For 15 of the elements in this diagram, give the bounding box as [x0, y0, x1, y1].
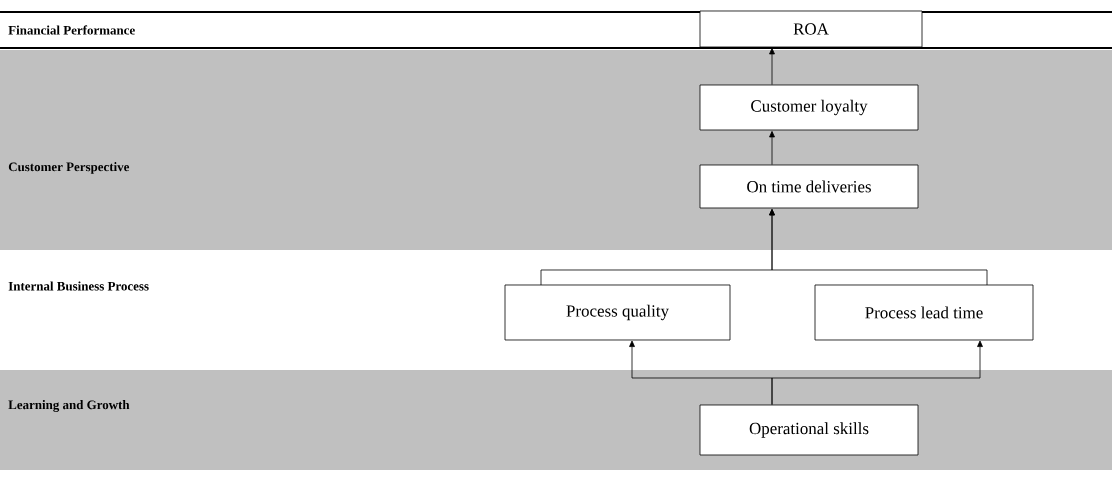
process-box: Process quality [504, 284, 731, 341]
process-box: Operational skills [699, 404, 919, 456]
arrow [769, 131, 775, 165]
process-box: Process lead time [814, 284, 1034, 341]
band-heading: Customer Perspective [8, 162, 130, 174]
band [0, 50, 1112, 250]
band-heading: Internal Business Process [8, 281, 149, 291]
arrow [771, 340, 983, 405]
band-heading: Learning and Growth [8, 400, 130, 412]
process-box: ROA [699, 10, 923, 48]
band-heading: Financial Performance [8, 25, 135, 35]
process-box: Customer loyalty [699, 84, 919, 131]
process-box: On time deliveries [699, 164, 919, 209]
arrow [769, 48, 775, 85]
arrow [769, 209, 988, 286]
